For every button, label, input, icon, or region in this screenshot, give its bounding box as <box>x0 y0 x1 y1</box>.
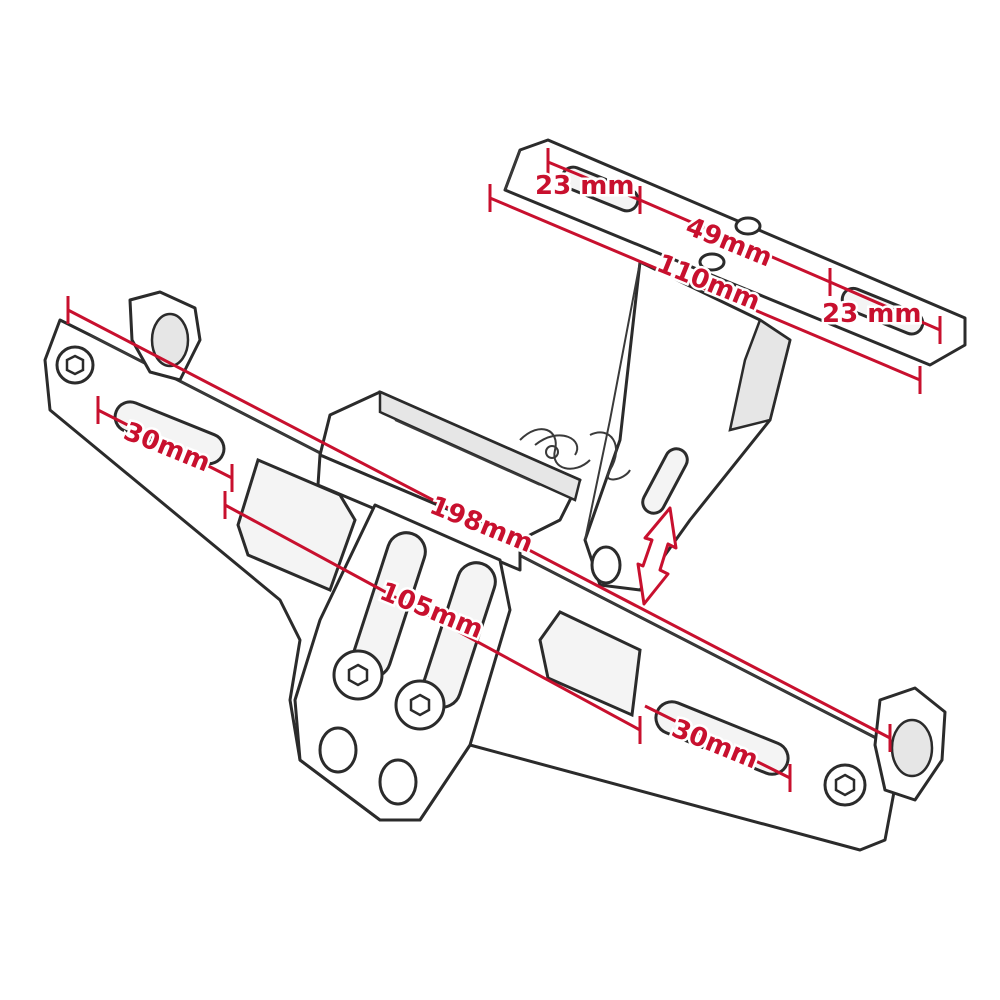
arm-adjust-slot <box>641 447 689 515</box>
cutout-right <box>538 610 642 718</box>
plate-screw-hole <box>698 252 726 272</box>
plate-slot-right <box>840 286 925 336</box>
dim-plate-slot-left: 23 mm <box>535 171 634 201</box>
dimension-lines <box>66 148 942 792</box>
support-arm <box>583 260 792 592</box>
arm-slot-left <box>113 400 226 466</box>
mount-hole <box>318 726 358 774</box>
center-mount-block <box>316 390 631 572</box>
wire-harness <box>519 428 631 481</box>
double-arrow-icon <box>636 506 678 606</box>
plate-slot-left <box>560 165 640 213</box>
lower-mount-plate <box>293 503 512 822</box>
dim-plate-slot-right: 23 mm <box>822 299 921 329</box>
arm-hole <box>590 545 622 585</box>
end-bolt-right <box>823 763 867 807</box>
plate-mount-bar <box>503 138 967 367</box>
end-bolt-left <box>55 345 95 385</box>
mount-bolt-upper <box>332 649 384 701</box>
plate-screw-hole <box>734 216 762 236</box>
mount-hole <box>378 758 418 806</box>
mount-bolt-lower <box>394 679 446 731</box>
